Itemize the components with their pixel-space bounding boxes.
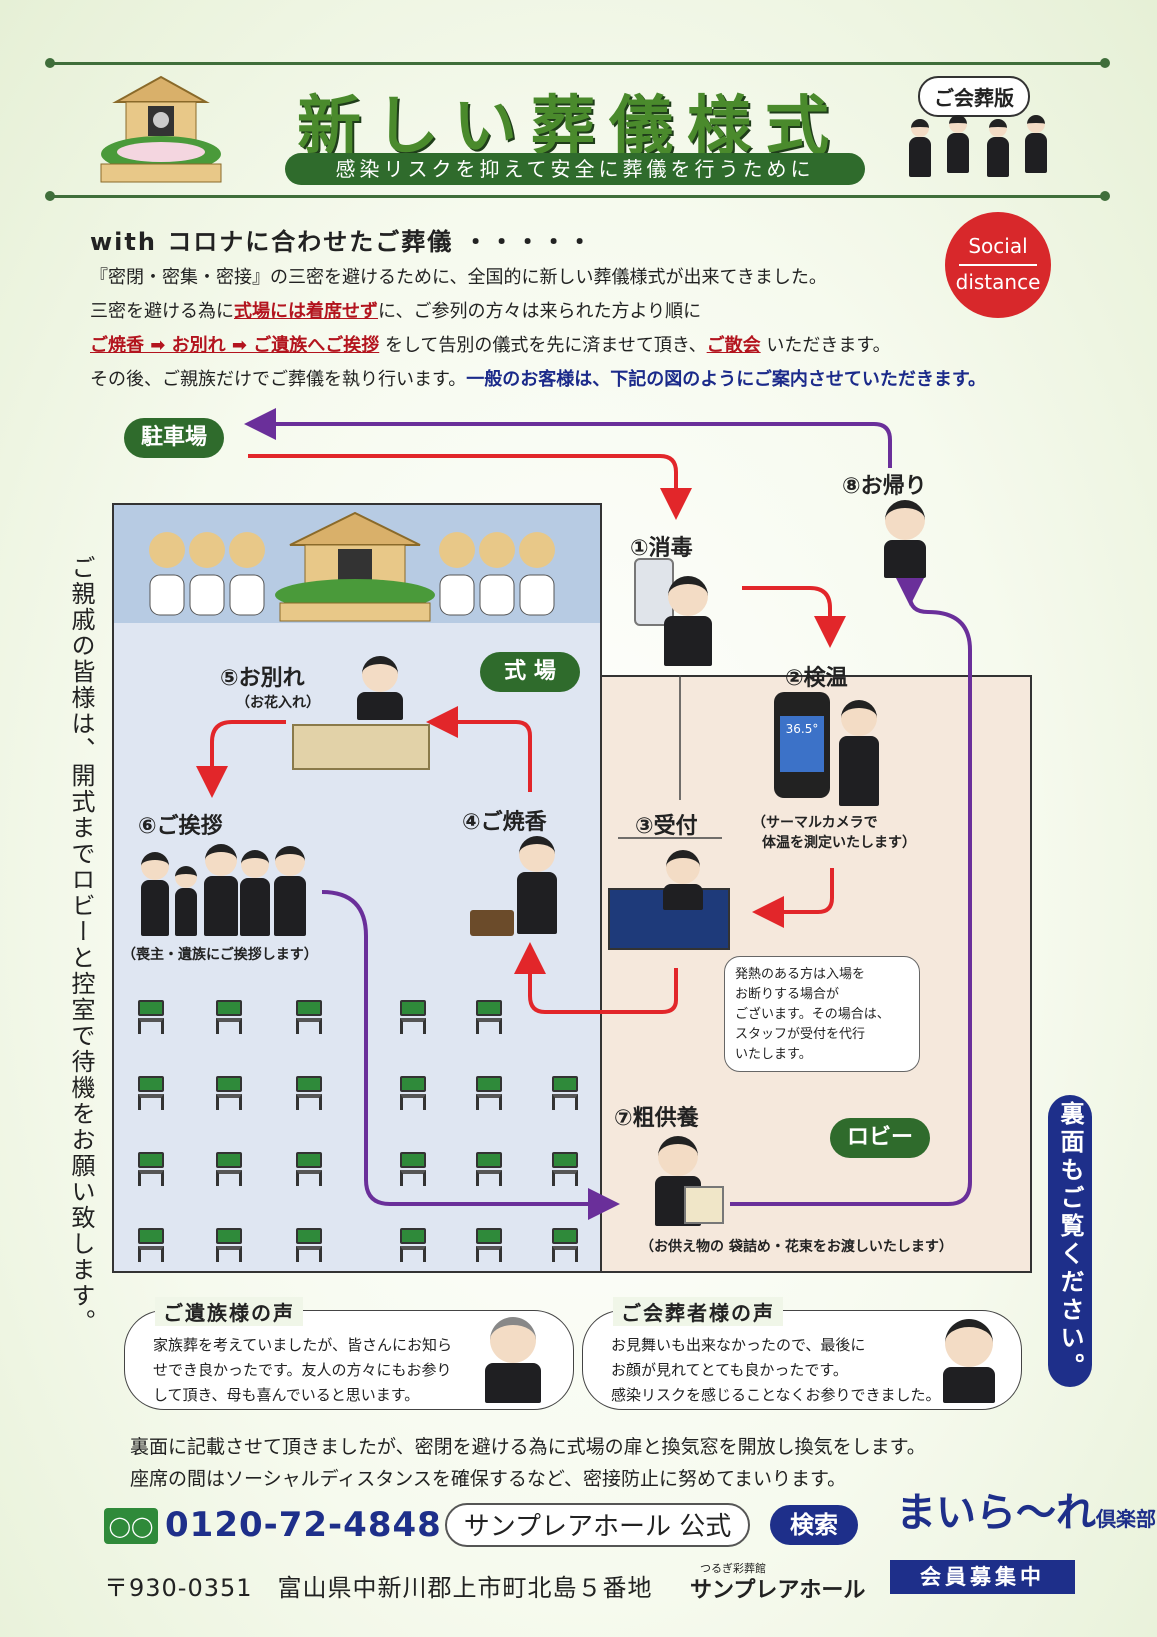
attendee-voice-body: お見舞いも出来なかったので、最後にお顔が見れてとても良かったです。感染リスクを感… — [611, 1336, 941, 1404]
distancing-note: 座席の間はソーシャルディスタンスを確保するなど、密接防止に努めてまいります。 — [130, 1468, 847, 1490]
altar-illustration — [100, 75, 222, 183]
hall-logo: サンプレアホール — [690, 1578, 866, 1603]
hall-chair — [138, 1228, 164, 1262]
thermal-camera: 36.5° — [774, 692, 830, 798]
hall-chair — [296, 1152, 322, 1186]
relatives-notice-vertical: ご親戚の皆様は、開式までロビーと控室で待機をお願い致します。 — [67, 555, 95, 1335]
hall-chair — [400, 1152, 426, 1186]
gift-bag — [684, 1186, 724, 1224]
hall-chair — [296, 1228, 322, 1262]
hall-chair — [476, 1000, 502, 1034]
staff-temperature-figure — [834, 700, 884, 808]
hall-chair — [138, 1152, 164, 1186]
hall-altar-illustration — [149, 511, 555, 622]
family-voice-avatar — [483, 1317, 543, 1405]
hall-chair — [476, 1076, 502, 1110]
hall-chair — [296, 1000, 322, 1034]
search-button[interactable]: 検索 — [770, 1505, 858, 1545]
hall-chair — [138, 1076, 164, 1110]
step-2-note-2: 体温を測定いたします） — [762, 835, 916, 851]
page-subtitle: 感染リスクを抑えて安全に葬儀を行うために — [285, 153, 865, 185]
step-2-label: ②検温 — [785, 666, 848, 691]
step-6-note: （喪主・遺族にご挨拶します） — [122, 947, 318, 963]
thermal-reading: 36.5° — [785, 722, 819, 736]
social-distance-badge: Social distance — [945, 212, 1051, 318]
hall-label: 式 場 — [480, 652, 580, 692]
hall-chair — [216, 1000, 242, 1034]
family-voice-body: 家族葬を考えていましたが、皆さんにお知らせでき良かったです。友人の方々にもお参り… — [153, 1336, 452, 1404]
club-logo: まいら〜れ倶楽部 — [896, 1490, 1156, 1536]
fever-notice: 発熱のある方は入場を お断りする場合が ございます。その場合は、 スタッフが受付… — [724, 956, 920, 1072]
step-5-note: （お花入れ） — [236, 695, 320, 711]
step-6-label: ⑥ご挨拶 — [138, 814, 223, 839]
freedial-icon: ◯◯ — [104, 1508, 158, 1544]
hall-chair — [138, 1000, 164, 1034]
mourner-incense-figure — [512, 836, 562, 936]
lobby-border — [602, 675, 1032, 1273]
search-box[interactable]: サンプレアホール 公式 — [445, 1503, 750, 1547]
header-staff-illustration — [905, 115, 1055, 190]
hall-chair — [216, 1228, 242, 1262]
step-4-label: ④ご焼香 — [462, 810, 547, 835]
step-7-label: ⑦粗供養 — [614, 1106, 699, 1131]
attendee-voice-box: ご会葬者様の声 お見舞いも出来なかったので、最後にお顔が見れてとても良かったです… — [582, 1297, 1022, 1410]
step-3-label: ③受付 — [635, 814, 698, 839]
staff-sanitize-figure — [660, 576, 716, 666]
step-8-label: ⑧お帰り — [842, 474, 927, 499]
step-5-label: ⑤お別れ — [220, 666, 305, 691]
hall-chair — [400, 1076, 426, 1110]
hall-chair — [552, 1228, 578, 1262]
hall-chair — [552, 1152, 578, 1186]
sanitizer-dispenser — [634, 558, 674, 626]
mourner-farewell-figure — [352, 656, 408, 720]
see-reverse-side-badge: 裏面もご覧ください。 — [1048, 1095, 1092, 1387]
incense-stand — [470, 910, 514, 936]
lobby-label: ロビー — [830, 1118, 930, 1158]
header-top-rule — [45, 58, 1110, 68]
hall-chair — [400, 1228, 426, 1262]
family-voice-title: ご遺族様の声 — [155, 1297, 303, 1326]
hall-chair — [296, 1076, 322, 1110]
attendee-voice-title: ご会葬者様の声 — [613, 1297, 783, 1326]
hall-chair — [400, 1000, 426, 1034]
membership-banner[interactable]: 会員募集中 — [890, 1560, 1075, 1594]
hall-chair — [216, 1152, 242, 1186]
ventilation-note: 裏面に記載させて頂きましたが、密閉を避ける為に式場の扉と換気窓を開放し換気をしま… — [130, 1436, 926, 1458]
page-title: 新しい葬儀様式 — [297, 89, 843, 164]
address: 〒930-0351 富山県中新川郡上市町北島５番地 — [104, 1574, 653, 1602]
header-bottom-rule — [45, 191, 1110, 201]
intro-line-4: その後、ご親族だけでご葬儀を執り行います。一般のお客様は、下記の図のようにご案内… — [90, 369, 987, 390]
hall-chair — [552, 1076, 578, 1110]
parking-label: 駐車場 — [124, 418, 224, 458]
intro-line-1: 『密閉・密集・密接』の三密を避けるために、全国的に新しい葬儀様式が出来てきました… — [90, 267, 827, 288]
edition-badge: ご会葬版 — [918, 76, 1030, 117]
intro-line-2: 三密を避ける為に式場には着席せずに、ご参列の方々は来られた方より順に — [90, 301, 702, 322]
departing-guest-figure — [880, 500, 930, 578]
step-7-note: （お供え物の 袋詰め・花束をお渡しいたします） — [640, 1239, 953, 1255]
intro-line-3: ご焼香 ➡ お別れ ➡ ご遺族へご挨拶 をして告別の儀式を先に済ませて頂き、ご散… — [90, 335, 891, 356]
hall-chair — [216, 1076, 242, 1110]
step-2-note-1: （サーマルカメラで — [752, 815, 878, 831]
hall-logo-small: つるぎ彩葬館 — [700, 1562, 766, 1575]
family-voice-box: ご遺族様の声 家族葬を考えていましたが、皆さんにお知らせでき良かったです。友人の… — [124, 1297, 574, 1410]
coffin — [292, 724, 430, 770]
phone-number[interactable]: 0120-72-4848 — [165, 1505, 442, 1545]
hall-chair — [476, 1152, 502, 1186]
hall-chair — [476, 1228, 502, 1262]
staff-reception-figure — [658, 850, 708, 910]
intro-lead: with コロナに合わせたご葬儀 ・・・・・ — [90, 228, 594, 256]
family-figures — [138, 844, 308, 940]
step-1-label: ①消毒 — [630, 536, 693, 561]
attendee-voice-avatar — [939, 1319, 999, 1405]
